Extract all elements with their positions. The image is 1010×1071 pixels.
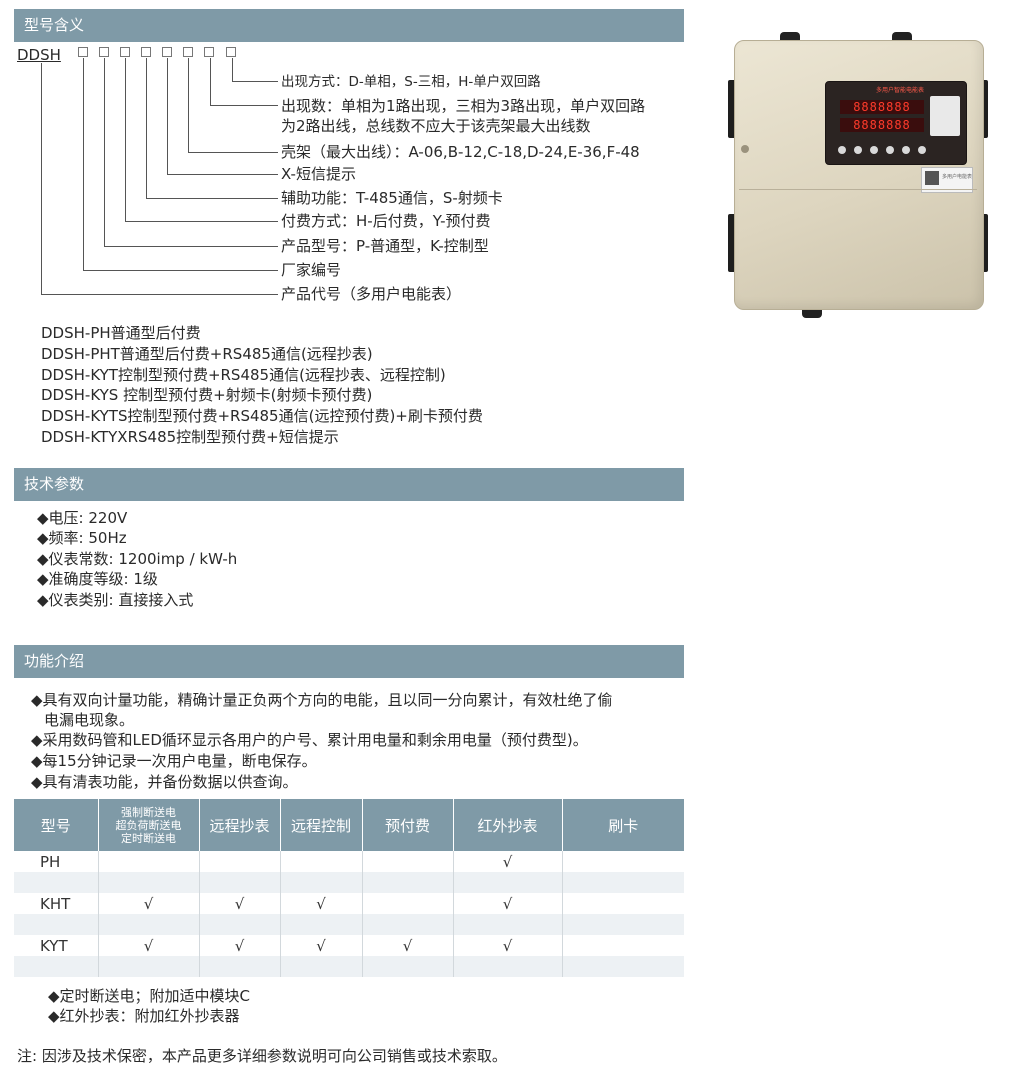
model-prefix: DDSH — [17, 46, 61, 64]
table-spacer-row — [14, 872, 684, 893]
legend-output-mode: 出现方式：D-单相，S-三相，H-单户双回路 — [281, 74, 541, 90]
legend-vendor: 厂家编号 — [281, 261, 342, 279]
model-list-item: DDSH-KYT控制型预付费+RS485通信(远程抄表、远程控制) — [41, 366, 446, 384]
th-remote-control: 远程控制 — [280, 799, 363, 851]
feature-item: ◆每15分钟记录一次用户电量，断电保存。 — [31, 752, 317, 770]
table-note: ◆红外抄表：附加红外抄表器 — [48, 1007, 240, 1025]
feature-table: 型号 强制断送电 超负荷断送电 定时断送电 远程抄表 远程控制 预付费 红外抄表… — [14, 799, 684, 977]
th-card: 刷卡 — [562, 799, 684, 851]
legend-product-code: 产品代号（多用户电能表） — [281, 285, 462, 303]
param-item: ◆频率: 50Hz — [37, 529, 127, 547]
th-remote-read: 远程抄表 — [199, 799, 281, 851]
code-box-4 — [141, 47, 151, 57]
section-header-model-meaning: 型号含义 — [14, 9, 684, 42]
legend-sms: X-短信提示 — [281, 165, 356, 183]
th-cutoff: 强制断送电 超负荷断送电 定时断送电 — [98, 799, 200, 851]
param-item: ◆仪表常数: 1200imp / kW-h — [37, 550, 238, 568]
feature-item: ◆采用数码管和LED循环显示各用户的户号、累计用电量和剩余用电量（预付费型)。 — [31, 731, 588, 749]
display-row-1: 8888888 — [840, 100, 924, 114]
table-row: KYT√√ √√√ — [14, 935, 684, 956]
section-header-features: 功能介绍 — [14, 645, 684, 678]
code-box-1 — [78, 47, 88, 57]
th-ir-read: 红外抄表 — [453, 799, 563, 851]
param-item: ◆仪表类别: 直接接入式 — [37, 591, 194, 609]
table-row: PH √ — [14, 851, 684, 872]
code-box-5 — [162, 47, 172, 57]
sticker-label: 多用户电能表 — [921, 167, 973, 193]
legend-aux-function: 辅助功能：T-485通信，S-射频卡 — [281, 189, 503, 207]
table-spacer-row — [14, 956, 684, 977]
footnote: 注: 因涉及技术保密，本产品更多详细参数说明可向公司销售或技术索取。 — [17, 1047, 507, 1065]
feature-item-cont: 电漏电现象。 — [44, 711, 135, 729]
meter-device-image: 多用户智能电能表 8888888 8888888 多用户电能表 — [728, 32, 988, 318]
legend-output-count: 出现数：单相为1路出现，三相为3路出现，单户双回路 — [281, 97, 646, 115]
legend-payment: 付费方式：H-后付费，Y-预付费 — [281, 212, 491, 230]
code-box-3 — [120, 47, 130, 57]
param-item: ◆电压: 220V — [37, 509, 128, 527]
feature-item: ◆具有双向计量功能，精确计量正负两个方向的电能，且以同一分向累计，有效杜绝了偷 — [31, 691, 613, 709]
section-header-tech-params: 技术参数 — [14, 468, 684, 501]
model-list-item: DDSH-KYTS控制型预付费+RS485通信(远控预付费)+刷卡预付费 — [41, 407, 483, 425]
meter-display-panel: 多用户智能电能表 8888888 8888888 — [825, 81, 967, 165]
feature-item: ◆具有清表功能，并备份数据以供查询。 — [31, 773, 298, 791]
panel-title: 多用户智能电能表 — [876, 87, 925, 94]
legend-product-type: 产品型号：P-普通型，K-控制型 — [281, 237, 489, 255]
code-box-2 — [99, 47, 109, 57]
model-list-item: DDSH-PH普通型后付费 — [41, 324, 201, 342]
code-box-6 — [183, 47, 193, 57]
table-spacer-row — [14, 914, 684, 935]
display-row-2: 8888888 — [840, 118, 924, 132]
code-box-8 — [226, 47, 236, 57]
legend-frame: 壳架（最大出线）：A-06,B-12,C-18,D-24,E-36,F-48 — [281, 143, 640, 161]
model-list-item: DDSH-KTYXRS485控制型预付费+短信提示 — [41, 428, 339, 446]
th-prepaid: 预付费 — [362, 799, 454, 851]
table-note: ◆定时断送电；附加适中模块C — [48, 987, 251, 1005]
table-row: KHT√√ √√ — [14, 893, 684, 914]
code-box-7 — [204, 47, 214, 57]
model-list-item: DDSH-PHT普通型后付费+RS485通信(远程抄表) — [41, 345, 373, 363]
param-item: ◆准确度等级: 1级 — [37, 570, 158, 588]
legend-output-count-cont: 为2路出线，总线数不应大于该壳架最大出线数 — [281, 117, 591, 135]
th-model: 型号 — [14, 799, 99, 851]
model-list-item: DDSH-KYS 控制型预付费+射频卡(射频卡预付费) — [41, 386, 373, 404]
